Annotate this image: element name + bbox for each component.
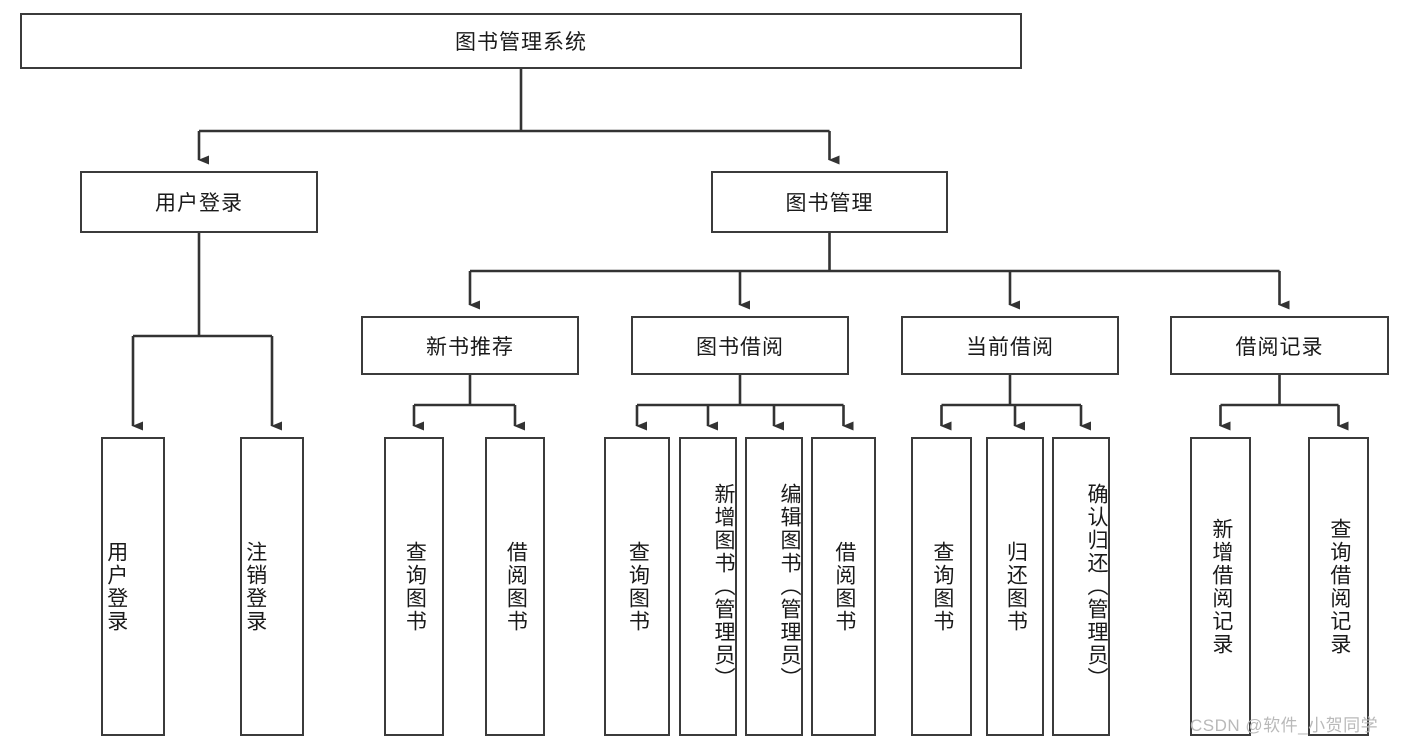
node-label: 图书管理 — [785, 192, 874, 215]
node-leaf-user-login[interactable]: 用户登录 — [101, 437, 165, 736]
node-label: 归还图书 — [1004, 540, 1028, 633]
node-label: 新书推荐 — [426, 335, 514, 359]
node-records[interactable]: 借阅记录 — [1170, 316, 1389, 375]
node-leaf-query-book-3[interactable]: 查询图书 — [911, 437, 972, 736]
node-root[interactable]: 图书管理系统 — [20, 13, 1022, 69]
node-leaf-query-book-1[interactable]: 查询图书 — [384, 437, 444, 736]
node-leaf-add-record[interactable]: 新增借阅记录 — [1190, 437, 1251, 736]
node-leaf-return-book[interactable]: 归还图书 — [986, 437, 1044, 736]
node-label: 注销登录 — [243, 540, 267, 633]
node-current[interactable]: 当前借阅 — [901, 316, 1119, 375]
csdn-watermark: CSDN @软件_小贺同学 — [1190, 716, 1379, 735]
node-label: 借阅图书 — [832, 540, 856, 633]
node-leaf-query-book-2[interactable]: 查询图书 — [604, 437, 670, 736]
node-leaf-edit-book[interactable]: 编辑图书（管理员） — [745, 437, 803, 736]
node-label: 查询图书 — [930, 540, 954, 633]
node-leaf-borrow-book-1[interactable]: 借阅图书 — [485, 437, 545, 736]
node-label: 新增借阅记录 — [1209, 517, 1233, 656]
node-leaf-query-record[interactable]: 查询借阅记录 — [1308, 437, 1369, 736]
node-leaf-confirm-return[interactable]: 确认归还（管理员） — [1052, 437, 1110, 736]
node-label: 借阅记录 — [1235, 335, 1324, 359]
node-label: 新增图书（管理员） — [712, 483, 735, 690]
node-label: 图书借阅 — [696, 335, 784, 359]
node-label: 查询借阅记录 — [1327, 517, 1351, 656]
node-bookmgmt[interactable]: 图书管理 — [711, 171, 948, 233]
node-leaf-logout[interactable]: 注销登录 — [240, 437, 304, 736]
node-label: 编辑图书（管理员） — [778, 483, 801, 690]
node-newbook[interactable]: 新书推荐 — [361, 316, 579, 375]
node-label: 借阅图书 — [504, 540, 528, 633]
node-label: 当前借阅 — [966, 335, 1054, 359]
node-label: 用户登录 — [155, 192, 243, 215]
node-label: 确认归还（管理员） — [1085, 483, 1108, 690]
node-borrow[interactable]: 图书借阅 — [631, 316, 849, 375]
node-label: 图书管理系统 — [455, 31, 587, 54]
node-label: 查询图书 — [626, 540, 650, 633]
node-login[interactable]: 用户登录 — [80, 171, 318, 233]
node-leaf-add-book[interactable]: 新增图书（管理员） — [679, 437, 737, 736]
node-label: 用户登录 — [104, 540, 128, 633]
node-label: 查询图书 — [403, 540, 427, 633]
node-leaf-borrow-book-2[interactable]: 借阅图书 — [811, 437, 876, 736]
